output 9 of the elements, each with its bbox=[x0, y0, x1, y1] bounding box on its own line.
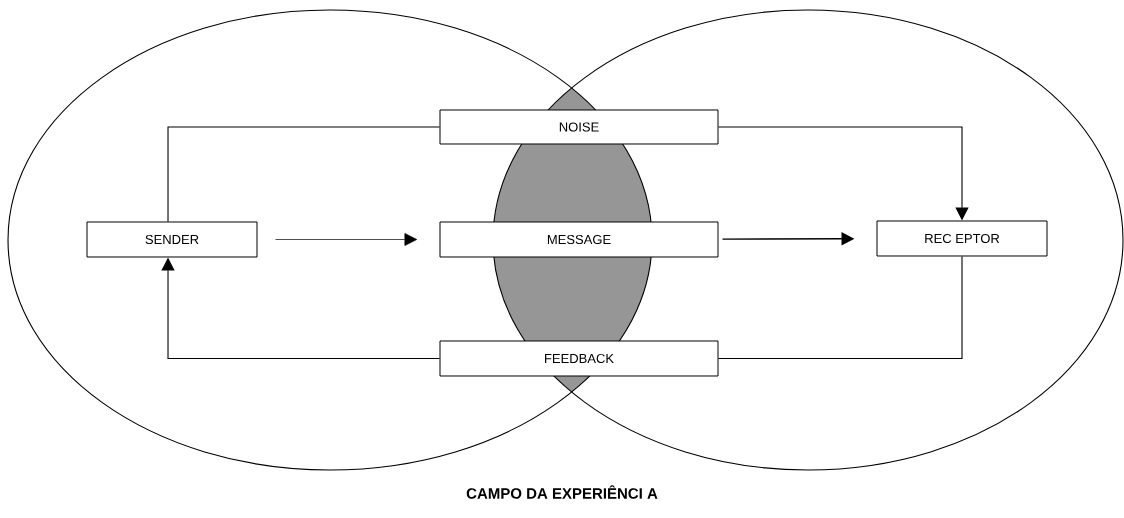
text-box: MESSAGE bbox=[439, 221, 719, 258]
caption: CAMPO DA EXPERIÊNCI A bbox=[466, 485, 658, 499]
connector-line bbox=[717, 255, 963, 360]
text-box: SENDER bbox=[86, 221, 258, 258]
text-box: NOISE bbox=[439, 109, 719, 145]
text-box: FEEDBACK bbox=[439, 340, 719, 377]
connector-line bbox=[167, 126, 441, 223]
text-box: REC EPTOR bbox=[876, 220, 1048, 257]
arrow bbox=[275, 233, 418, 246]
